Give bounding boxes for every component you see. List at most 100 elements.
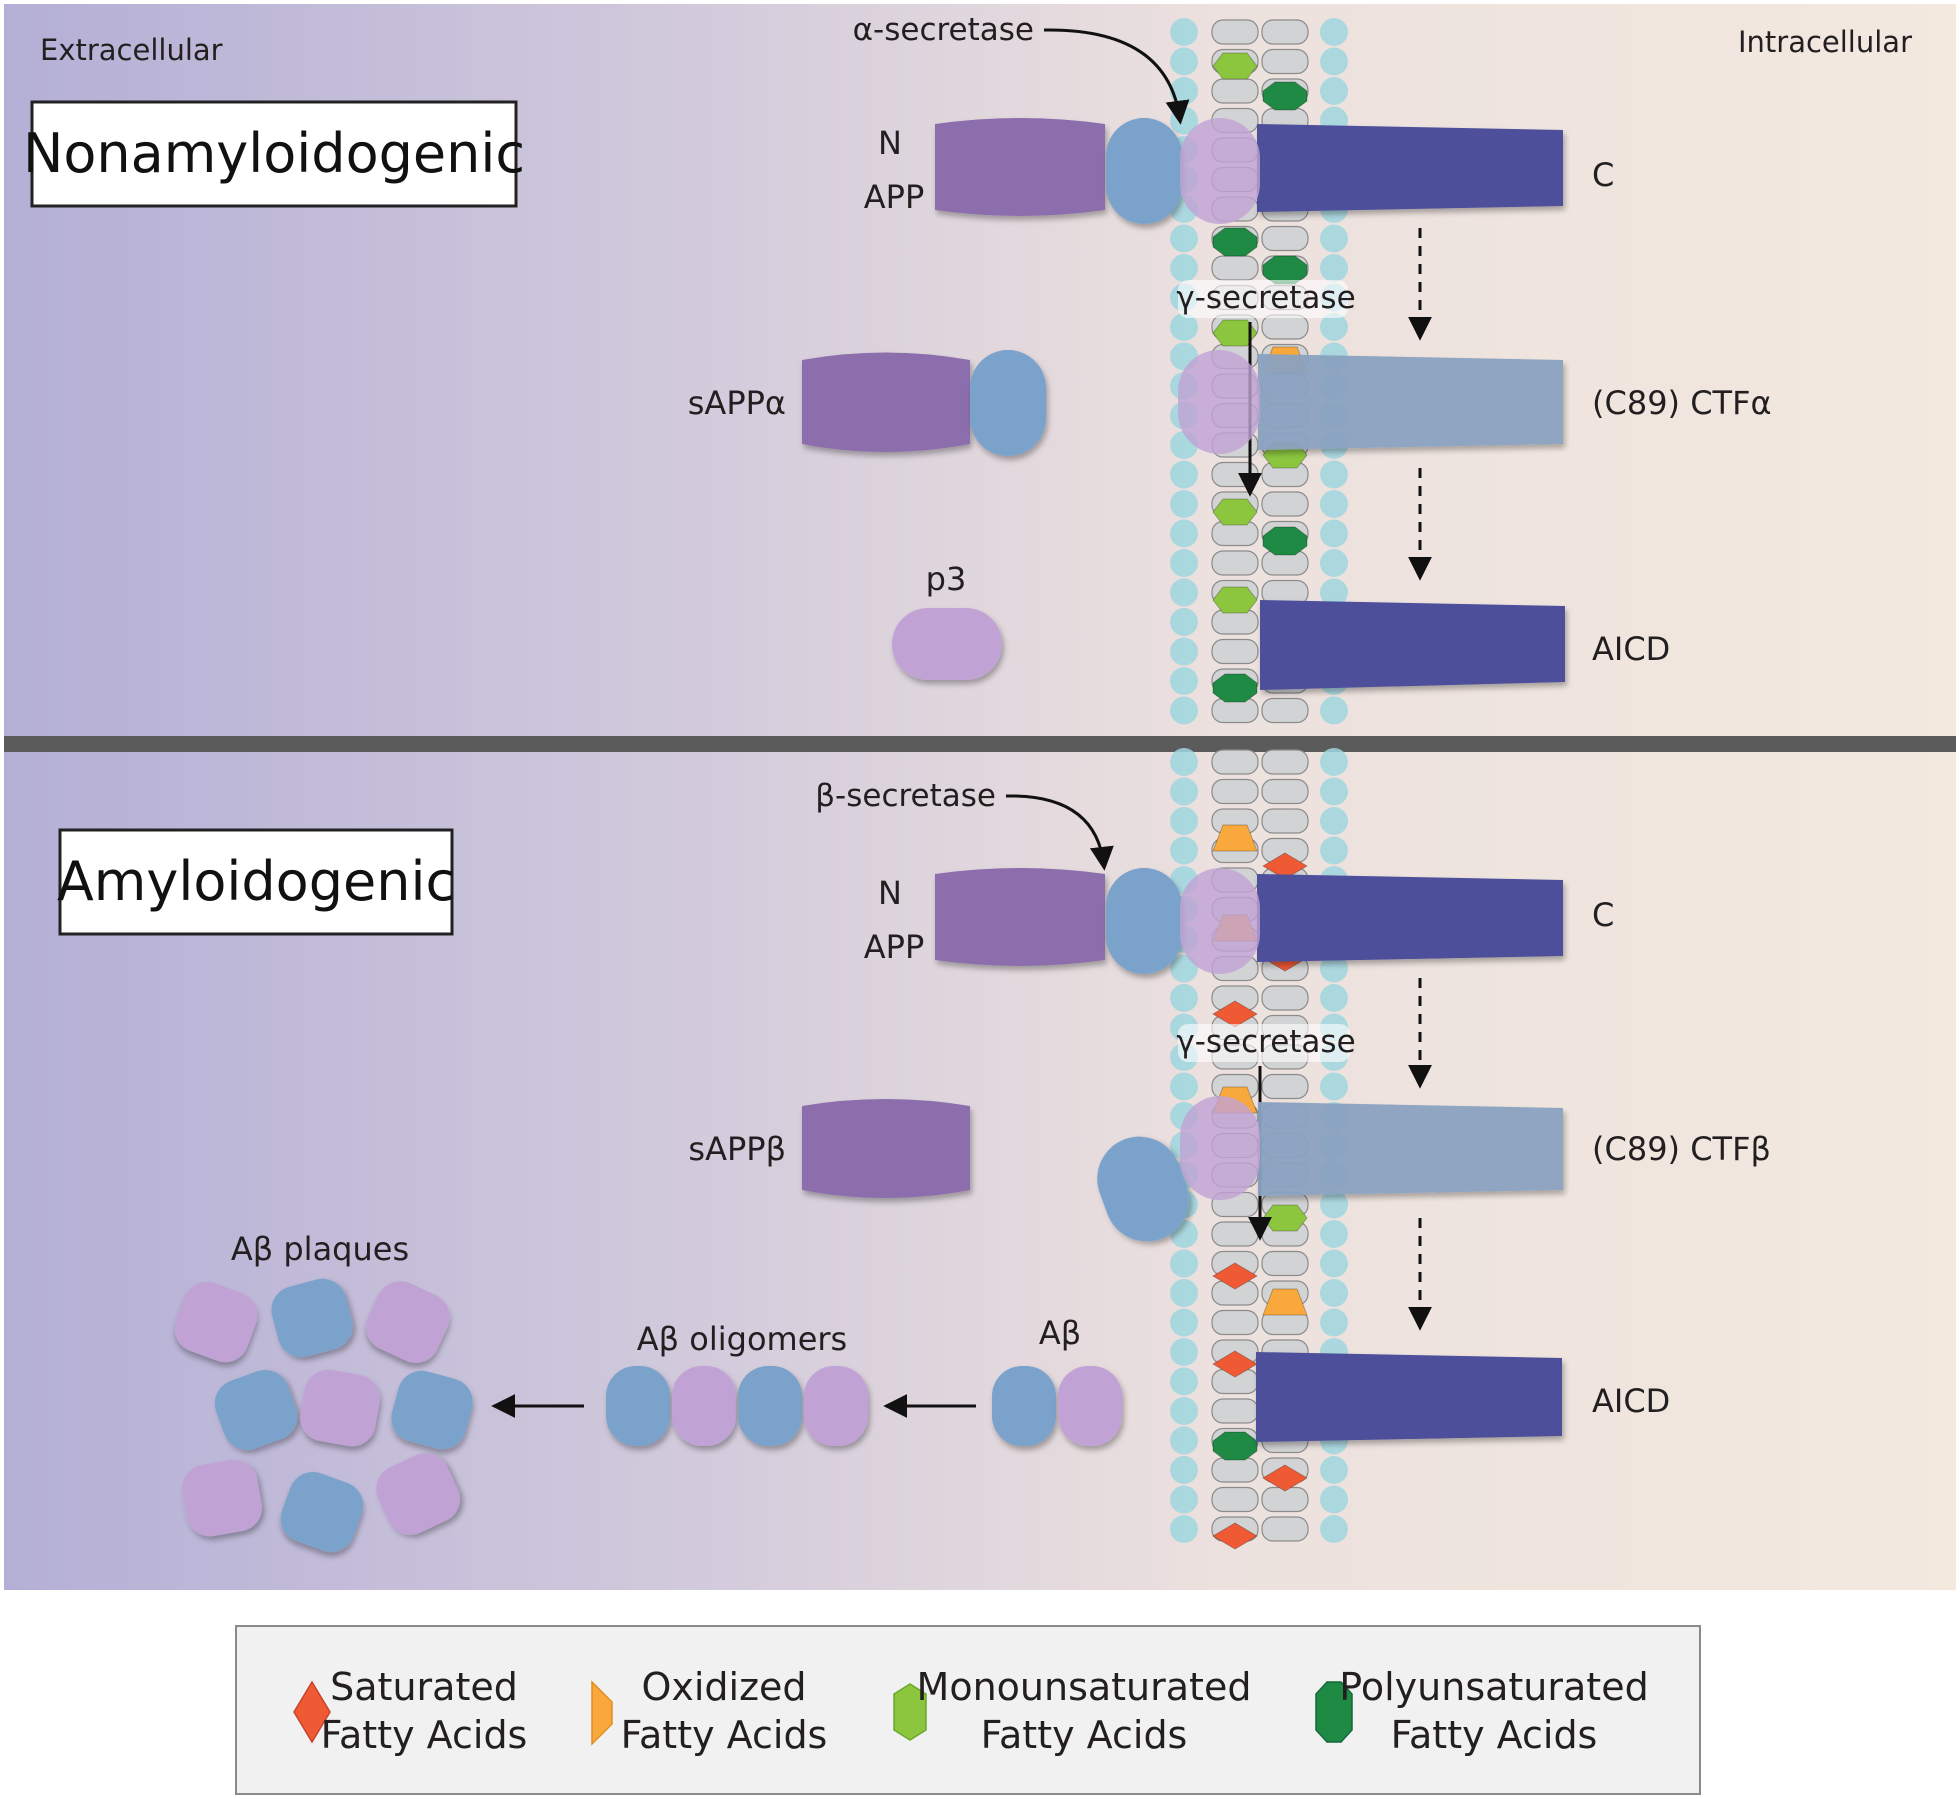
beta-secretase-cleavage-arrow — [1005, 794, 1114, 871]
lipid-head-group — [1320, 984, 1348, 1012]
legend-item-monounsaturated: Monounsaturated Fatty Acids — [893, 1665, 1252, 1757]
lipid-head-group — [1320, 696, 1348, 725]
polyunsaturated-fatty-acid-marker — [1262, 81, 1308, 111]
polyunsaturated-fatty-acid-marker — [1212, 1431, 1258, 1461]
lipid-head-group — [1320, 748, 1348, 776]
lipid-tail — [1261, 225, 1309, 252]
lipid-head-group — [1320, 1485, 1348, 1514]
oligomer-unit-2 — [672, 1366, 736, 1446]
polyunsaturated-fatty-acid-marker — [1212, 673, 1258, 703]
lipid-head-group — [1320, 490, 1348, 518]
lipid-tail — [1261, 1516, 1309, 1542]
monounsaturated-fatty-acid-marker — [1212, 498, 1258, 526]
intracellular-label: Intracellular — [1738, 25, 1912, 59]
abeta-plaques-cluster — [174, 1278, 473, 1553]
amyloidogenic-panel: Amyloidogenic N APP C β-secretase γ-secr… — [57, 778, 1771, 1553]
abeta-plaque-unit — [280, 1471, 364, 1553]
lipid-head-group — [1170, 777, 1198, 806]
abeta-plaque-unit — [174, 1281, 258, 1363]
ctfb-label: (C89) CTFβ — [1592, 1130, 1771, 1168]
lipid-head-group — [1170, 1249, 1198, 1278]
sappa-label: sAPPα — [688, 384, 786, 422]
oxidized-fatty-acid-marker — [1212, 824, 1258, 852]
lipid-head-group — [1320, 836, 1348, 865]
bottom-aicd-fragment — [1256, 1352, 1562, 1442]
lipid-head-group — [1170, 1279, 1198, 1307]
lipid-head-group — [1170, 984, 1198, 1012]
lipid-head-group — [1320, 1249, 1348, 1278]
p3-fragment — [892, 608, 1002, 680]
abeta-plaque-unit — [391, 1370, 473, 1450]
legend-saturated-line2: Fatty Acids — [321, 1713, 528, 1757]
lipid-head-group — [1320, 1308, 1348, 1337]
lipid-tail — [1211, 1309, 1259, 1336]
lipid-tail — [1211, 1486, 1259, 1513]
lipid-head-group — [1320, 254, 1348, 282]
app-extracellular-domain — [935, 118, 1105, 216]
lipid-tail — [1261, 778, 1309, 805]
polyunsaturated-fatty-acid-icon — [1315, 1681, 1353, 1743]
lipid-head-group — [1320, 1072, 1348, 1101]
lipid-head-group — [1170, 47, 1198, 76]
nonamyloidogenic-title-box — [30, 100, 518, 208]
legend-monounsaturated-line1: Monounsaturated — [917, 1665, 1252, 1709]
lipid-head-group — [1320, 954, 1348, 983]
oligomer-unit-4 — [804, 1366, 868, 1446]
bottom-app-blue-domain — [1106, 868, 1182, 974]
lipid-head-group — [1170, 77, 1198, 105]
legend-oxidized-line2: Fatty Acids — [621, 1713, 828, 1757]
beta-secretase-label: β-secretase — [815, 778, 996, 814]
lipid-tail — [1211, 1398, 1259, 1424]
lipid-head-group — [1170, 578, 1198, 607]
legend-item-polyunsaturated: Polyunsaturated Fatty Acids — [1315, 1665, 1649, 1757]
legend-item-oxidized: Oxidized Fatty Acids — [591, 1665, 828, 1757]
legend-oxidized-line1: Oxidized — [641, 1665, 806, 1709]
fatty-acid-legend: Saturated Fatty Acids Oxidized Fatty Aci… — [235, 1625, 1701, 1795]
lipid-head-group — [1320, 1279, 1348, 1307]
top-gamma-secretase-highlight — [1178, 280, 1348, 318]
sappa-purple-domain — [802, 352, 970, 452]
abeta-plaque-unit — [366, 1281, 450, 1363]
lipid-head-group — [1170, 1485, 1198, 1514]
app-transmembrane-domain — [1180, 118, 1260, 224]
lipid-head-group — [1320, 224, 1348, 253]
sappb-fragment — [802, 1099, 970, 1198]
lipid-tail — [1211, 78, 1259, 104]
oligomers-label: Aβ oligomers — [637, 1320, 847, 1358]
lipid-head-group — [1170, 1456, 1198, 1484]
sappb-label: sAPPβ — [688, 1130, 786, 1168]
lipid-head-group — [1170, 1397, 1198, 1425]
lipid-tail — [1261, 1250, 1309, 1277]
panel-divider — [4, 736, 1956, 752]
lipid-head-group — [1170, 1367, 1198, 1396]
legend-box — [235, 1625, 1701, 1795]
monounsaturated-fatty-acid-marker — [1212, 52, 1258, 80]
abeta-plaque-unit — [376, 1453, 460, 1535]
oxidized-fatty-acid-icon — [591, 1680, 613, 1746]
legend-polyunsaturated-line2: Fatty Acids — [1391, 1713, 1598, 1757]
lipid-tail — [1211, 19, 1259, 45]
legend-monounsaturated-line2: Fatty Acids — [981, 1713, 1188, 1757]
oligomer-unit-1 — [606, 1366, 670, 1446]
top-c-terminus-label: C — [1592, 156, 1614, 194]
abeta-plaque-unit — [214, 1369, 298, 1451]
lipid-tail — [1261, 491, 1309, 517]
legend-item-saturated: Saturated Fatty Acids — [293, 1665, 528, 1757]
lipid-tail — [1211, 550, 1259, 576]
lipid-head-group — [1170, 836, 1198, 865]
nonamyloidogenic-panel: Nonamyloidogenic N APP C α-secretase γ-s… — [23, 12, 1772, 690]
abeta-plaque-unit — [271, 1278, 353, 1358]
sappa-blue-domain — [970, 350, 1046, 456]
amyloidogenic-title: Amyloidogenic — [57, 850, 455, 913]
oxidized-fatty-acid-marker — [1262, 1288, 1308, 1316]
lipid-head-group — [1320, 47, 1348, 76]
extracellular-label: Extracellular — [40, 33, 223, 67]
lipid-tail — [1261, 749, 1309, 775]
lipid-head-group — [1170, 667, 1198, 695]
lipid-head-group — [1170, 748, 1198, 776]
saturated-fatty-acid-marker — [1212, 1262, 1258, 1290]
lipid-head-group — [1320, 777, 1348, 806]
lipid-head-group — [1170, 637, 1198, 666]
lipid-head-group — [1170, 254, 1198, 282]
